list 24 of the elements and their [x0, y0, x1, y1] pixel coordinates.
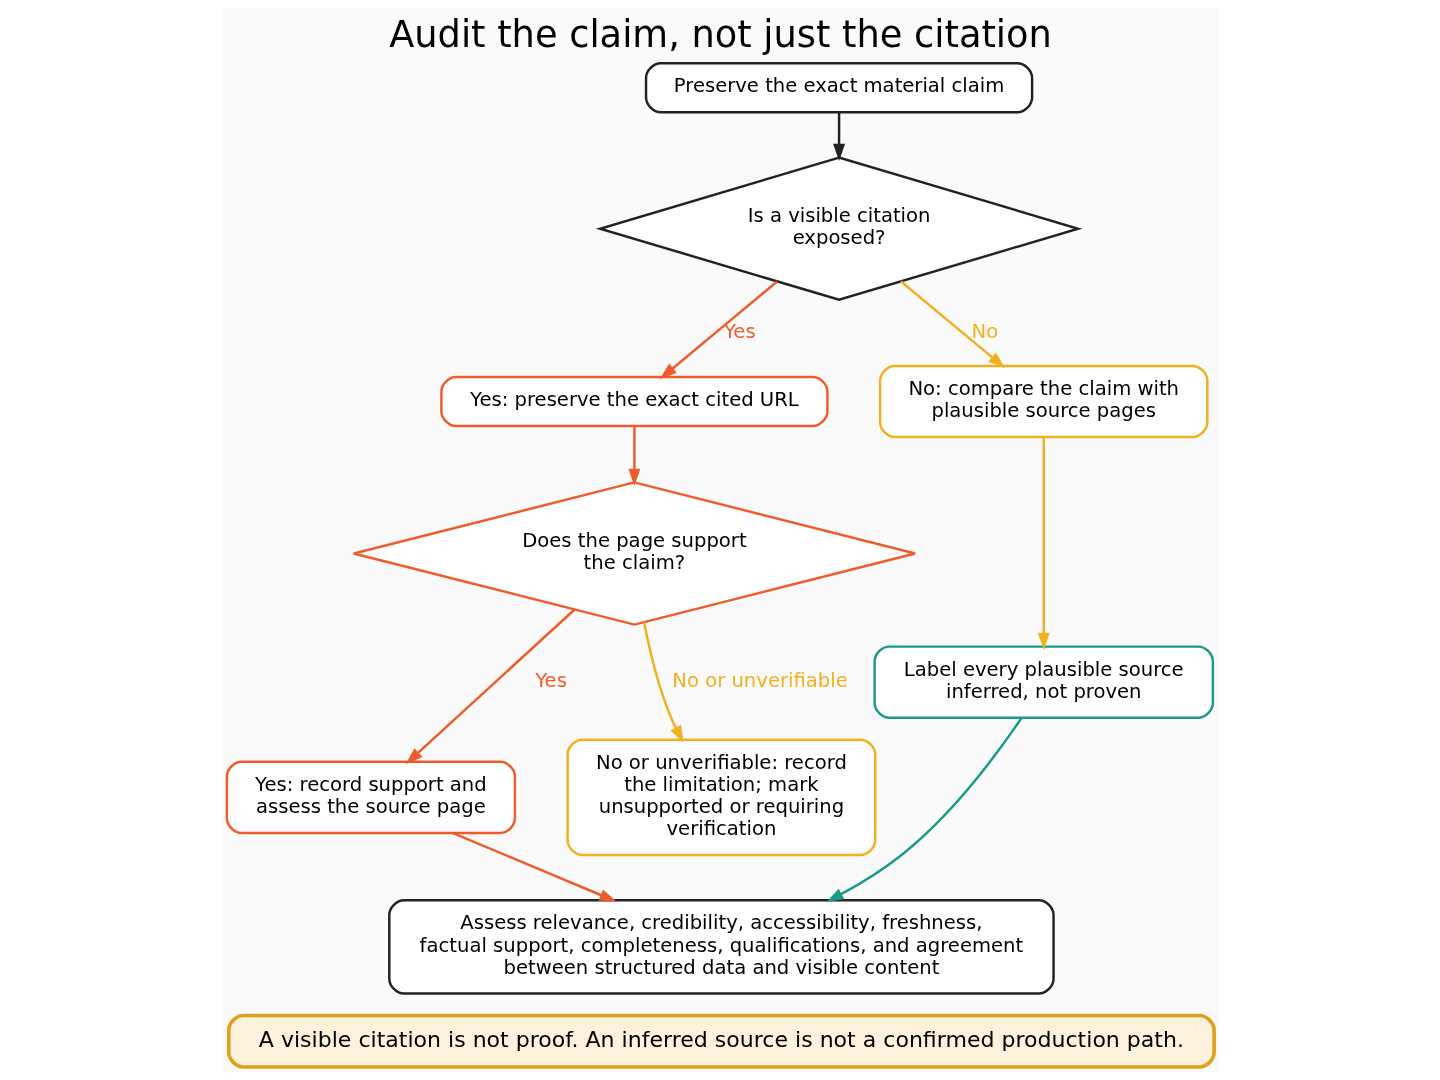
node-box: Yes: record support and assess the source page — [225, 760, 516, 835]
edge-label: No or unverifiable — [671, 668, 848, 692]
node-box: Yes: preserve the exact cited URL — [439, 375, 829, 428]
arrow — [405, 608, 575, 765]
node-box: No or unverifiable: record the limitation; mark unsupported or requiring verification — [565, 738, 876, 857]
node-diamond: Is a visible citation exposed? — [595, 156, 1082, 302]
edge-label: No — [971, 319, 998, 343]
arrow — [832, 112, 845, 161]
edge-label: Yes — [723, 319, 756, 343]
arrow — [452, 831, 617, 902]
arrow — [1037, 437, 1050, 650]
arrow — [659, 280, 778, 380]
node-box: A visible citation is not proof. An inferred source is not a confirmed production path. — [226, 1013, 1216, 1069]
node-box: Preserve the exact material claim — [644, 62, 1033, 114]
diagram-title: Audit the claim, not just the citation — [388, 13, 1052, 57]
node-box: No: compare the claim with plausible source pages — [878, 364, 1209, 439]
edge-label: Yes — [534, 668, 567, 692]
node-box: Label every plausible source inferred, not proven — [872, 645, 1214, 719]
arrow — [642, 621, 684, 743]
node-box: Assess relevance, credibility, accessibility, freshness, factual support, completeness, qualifications, and agreement between structured data and visible content — [387, 899, 1055, 995]
arrow — [825, 717, 1023, 902]
arrow — [627, 426, 640, 486]
arrow — [899, 280, 1005, 369]
node-diamond: Does the page support the claim? — [352, 481, 916, 626]
